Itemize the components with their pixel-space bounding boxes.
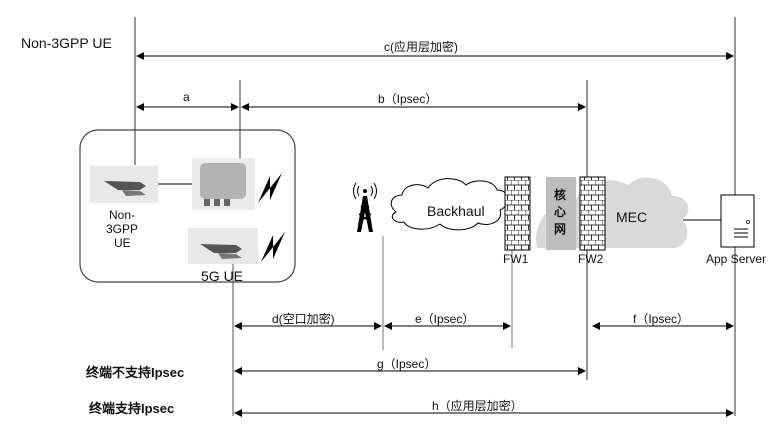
segment-label-a: a xyxy=(183,90,190,104)
node-label-core-1: 核 xyxy=(554,188,567,202)
app-server-icon xyxy=(720,194,755,248)
node-label-core-2: 心 xyxy=(554,205,567,219)
segment-label-c: c(应用层加密) xyxy=(384,40,458,54)
base-station-tower-icon xyxy=(353,182,377,232)
wireless-signal-icon-2 xyxy=(261,232,285,262)
node-label-5g-ue: 5G UE xyxy=(201,268,244,284)
camera-5g-icon xyxy=(188,228,258,264)
segment-label-d: d(空口加密) xyxy=(272,312,335,326)
core-network-block xyxy=(546,177,576,250)
segment-label-h: h（应用层加密） xyxy=(432,399,523,413)
node-label-non3gpp-1: Non- xyxy=(109,208,136,222)
wireless-signal-icon xyxy=(258,173,282,203)
segment-label-b: b（Ipsec） xyxy=(378,92,438,106)
node-label-fw1: FW1 xyxy=(503,252,529,266)
ue-group-box xyxy=(79,129,296,283)
row-label-no-ipsec: 终端不支持Ipsec xyxy=(86,365,185,380)
node-label-non3gpp-3: UE xyxy=(114,236,131,250)
node-label-backhaul: Backhaul xyxy=(427,203,485,219)
camera-icon xyxy=(90,166,158,203)
node-label-core-3: 网 xyxy=(554,222,567,236)
row-label-ipsec: 终端支持Ipsec xyxy=(89,401,175,416)
node-label-app-server: App Server xyxy=(706,252,767,266)
node-label-fw2: FW2 xyxy=(578,252,604,266)
row-label-non3gpp-ue: Non-3GPP UE xyxy=(21,35,112,51)
cpe-device-icon xyxy=(192,158,255,210)
node-label-non3gpp-2: 3GPP xyxy=(106,222,139,236)
node-label-mec: MEC xyxy=(616,209,648,225)
segment-label-g: g（Ipsec） xyxy=(377,357,437,371)
segment-label-f: f（Ipsec） xyxy=(633,312,690,326)
segment-label-e: e（Ipsec） xyxy=(415,312,475,326)
fw1-icon xyxy=(504,176,531,251)
fw2-icon xyxy=(579,176,606,251)
